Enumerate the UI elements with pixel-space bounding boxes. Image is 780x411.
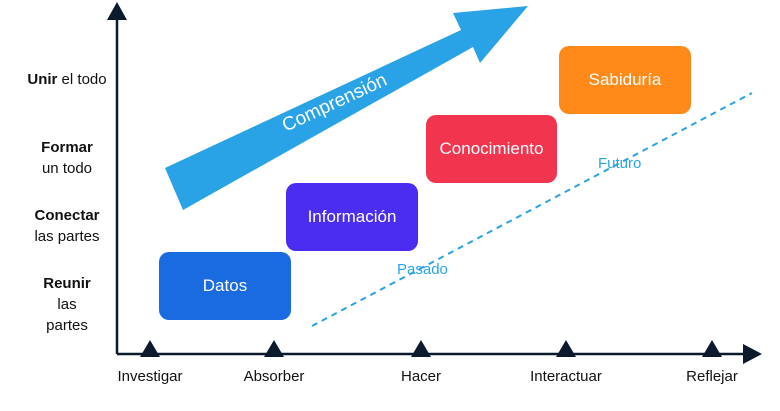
x-tick-investigar	[140, 340, 160, 357]
x-label-investigar: Investigar	[117, 368, 183, 385]
y-label-reunir-bold: Reunir	[43, 275, 91, 292]
box-datos-label: Datos	[202, 276, 248, 295]
x-axis-arrowhead	[743, 344, 762, 364]
y-axis-arrowhead	[107, 2, 127, 20]
box-sabiduria-label: Sabiduría	[588, 70, 662, 89]
x-tick-reflejar	[702, 340, 722, 357]
x-tick-hacer	[411, 340, 431, 357]
comprension-arrow-label: Comprensión	[279, 70, 390, 137]
box-sabiduria: Sabiduría	[559, 46, 691, 114]
x-label-reflejar: Reflejar	[686, 368, 738, 385]
box-informacion: Información	[286, 183, 418, 251]
box-datos: Datos	[159, 252, 291, 320]
x-label-absorber: Absorber	[243, 368, 305, 385]
y-label-unir: Unir el todo	[12, 69, 122, 90]
box-conocimiento-label: Conocimiento	[439, 139, 544, 158]
y-label-formar-bold: Formar	[41, 139, 93, 156]
y-label-unir-rest: el todo	[57, 71, 107, 88]
y-label-conectar-bold: Conectar	[34, 207, 100, 224]
pasado-futuro-dashed-line	[311, 92, 753, 327]
x-tick-absorber	[264, 340, 284, 357]
x-label-hacer: Hacer	[400, 368, 442, 385]
y-label-conectar: Conectar las partes	[12, 205, 122, 247]
y-label-reunir: Reunir las partes	[12, 273, 122, 336]
label-futuro: Futuro	[598, 155, 642, 172]
y-label-formar: Formar un todo	[12, 137, 122, 179]
box-informacion-label: Información	[307, 207, 397, 226]
y-label-conectar-rest: las partes	[34, 228, 100, 245]
y-label-unir-bold: Unir	[27, 71, 58, 88]
x-label-interactuar: Interactuar	[530, 368, 602, 385]
y-label-formar-rest: un todo	[41, 160, 93, 177]
comprension-arrow	[165, 6, 528, 210]
box-conocimiento: Conocimiento	[426, 115, 557, 183]
label-pasado: Pasado	[397, 261, 448, 278]
x-tick-interactuar	[556, 340, 576, 357]
y-label-reunir-rest: las partes	[46, 296, 88, 334]
